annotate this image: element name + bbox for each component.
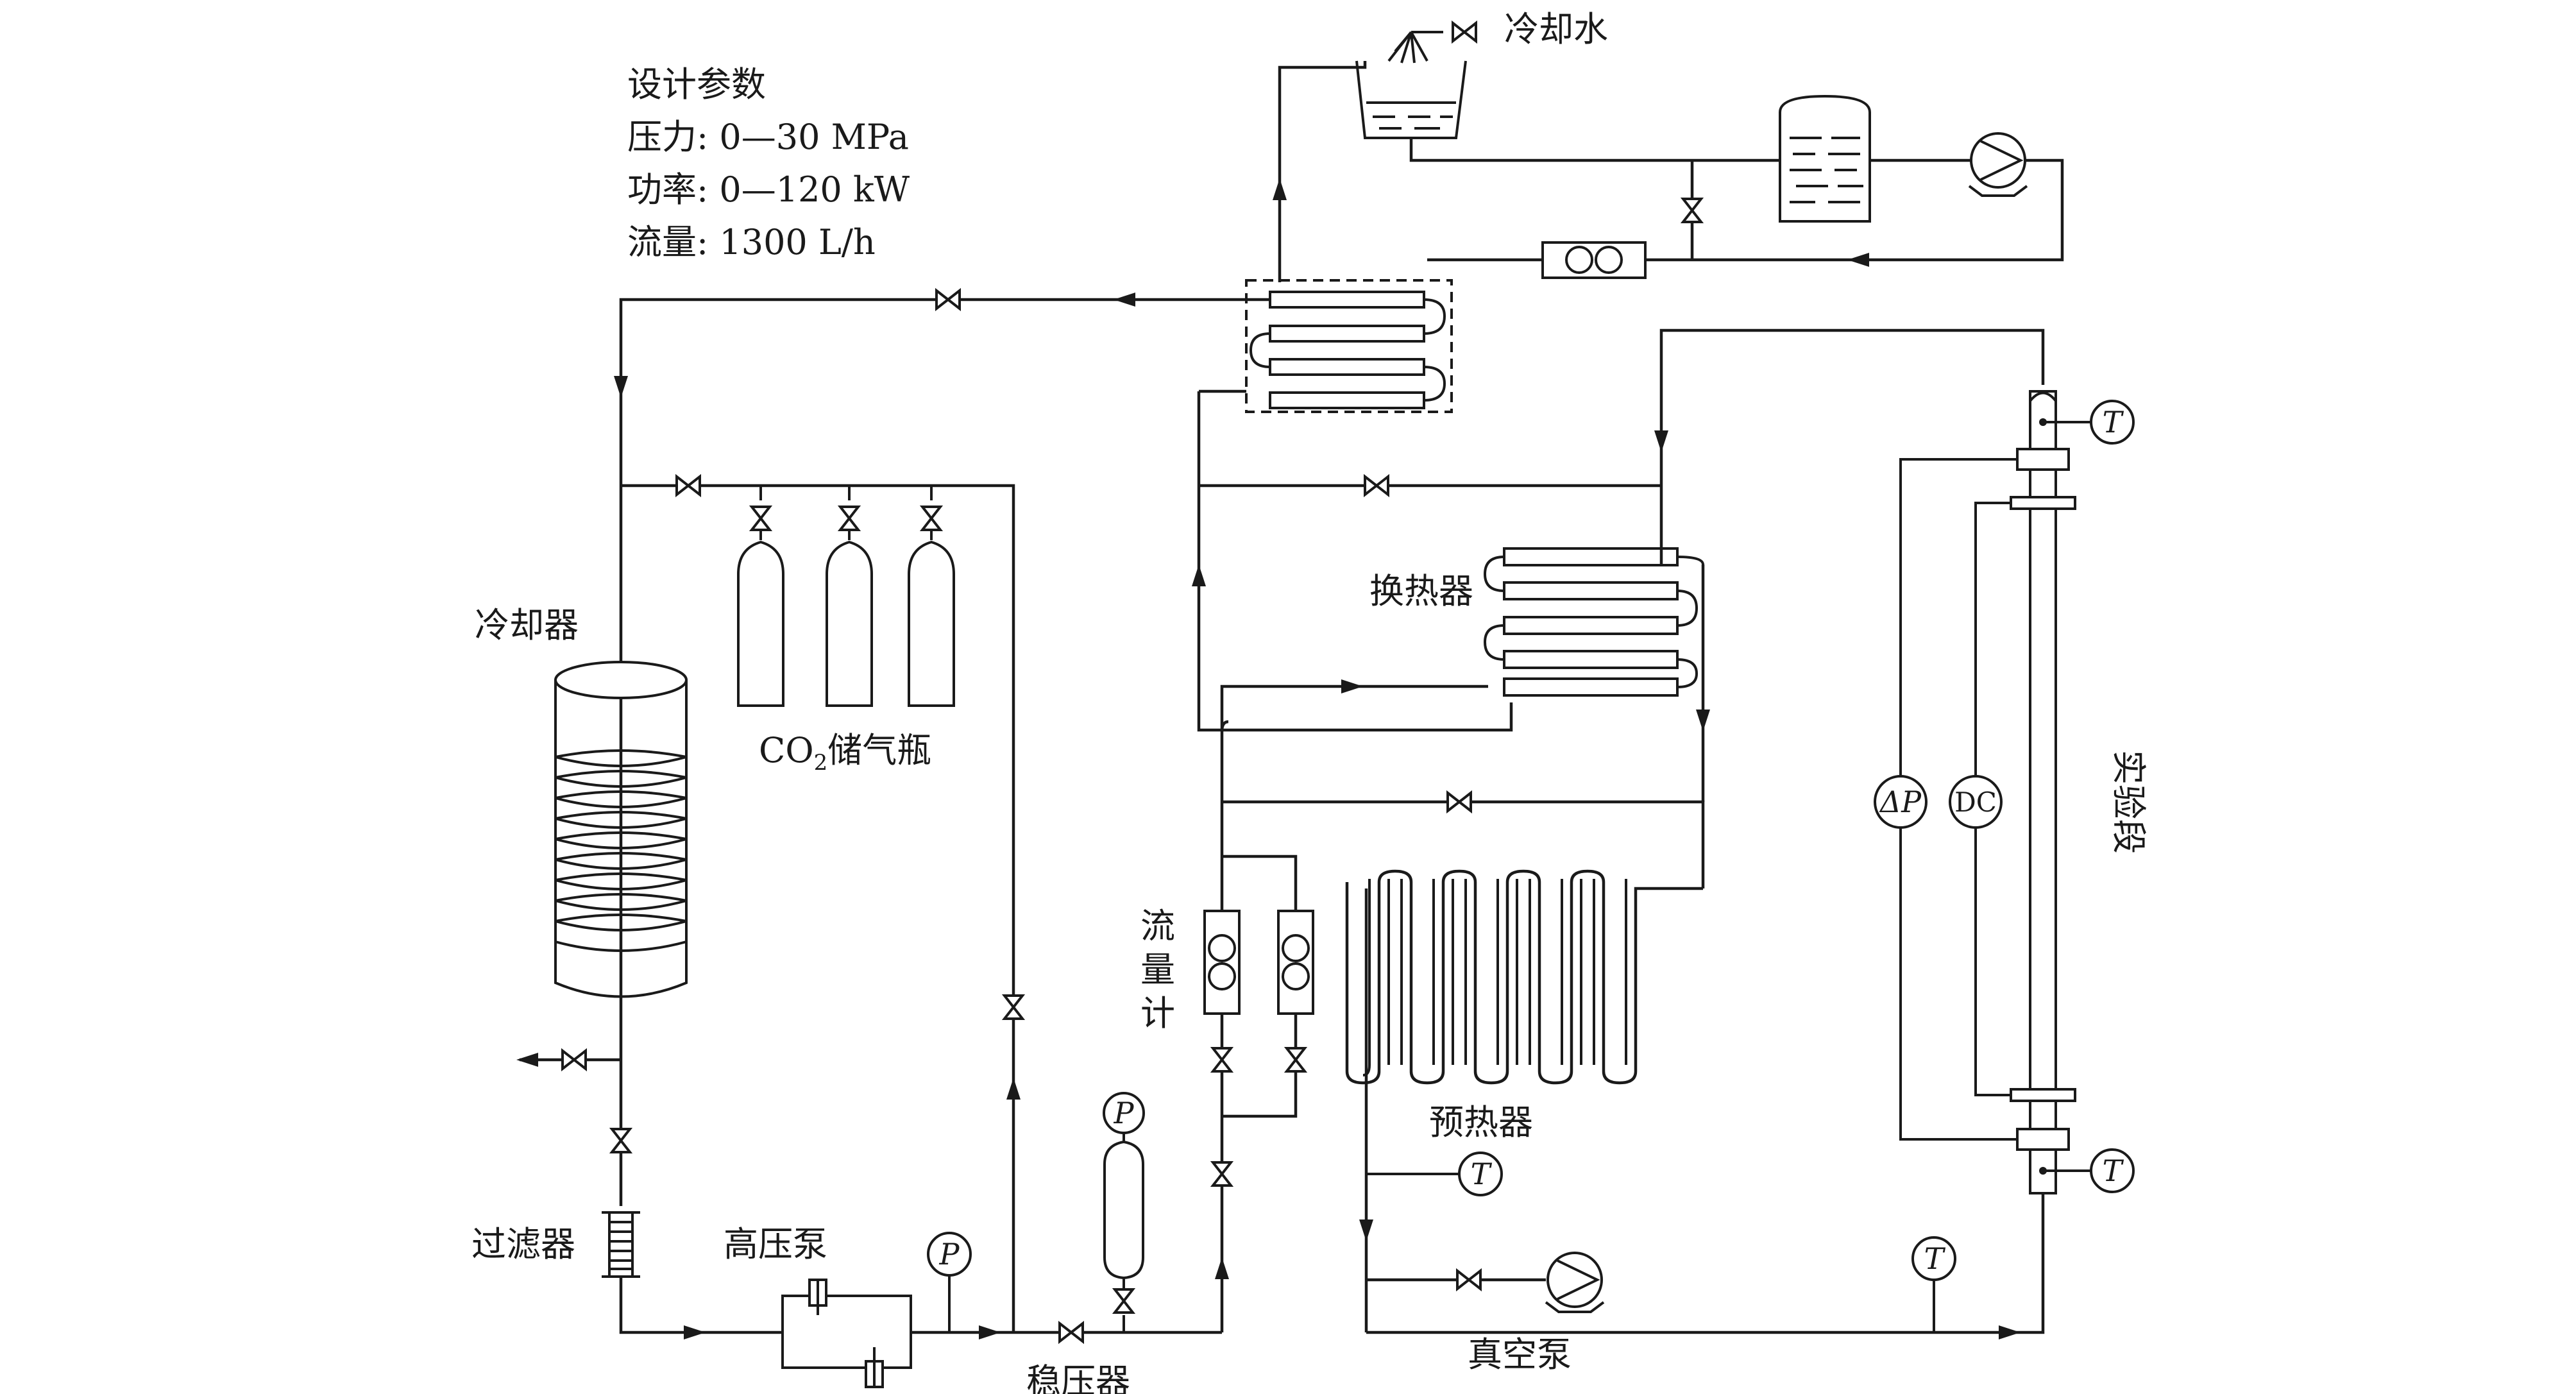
heat-exchanger-inlet	[1220, 684, 1488, 730]
svg-text:T: T	[1924, 1241, 1946, 1276]
label-filter: 过滤器	[471, 1224, 575, 1264]
filter-outlet-pipe	[619, 1277, 783, 1334]
stabilizer: P 稳压器	[1026, 1092, 1145, 1394]
label-flowmeter-3: 计	[1140, 993, 1175, 1033]
heat-exchanger: 换热器	[1369, 547, 1704, 697]
flowmeters: 流 量 计	[1140, 906, 1314, 1073]
co2-cylinder-2	[826, 486, 873, 707]
test-section-inlet	[1366, 1193, 2045, 1334]
differential-pressure-sensor	[1874, 775, 1928, 829]
stabilizer-valve	[1058, 1322, 1084, 1343]
flowmeter-inlet-valve	[1212, 1161, 1232, 1187]
co2-cylinders: CO2储气瓶	[737, 486, 955, 776]
design-parameters: 设计参数 压力: 0—30 MPa 功率: 0—120 kW 流量: 1300 …	[627, 64, 910, 262]
cooling-water-system: 冷却水	[1273, 9, 2064, 282]
svg-text:DC: DC	[1954, 786, 1997, 818]
temperature-sensor-inlet	[1911, 1236, 1956, 1281]
svg-text:P: P	[939, 1237, 960, 1271]
svg-text:T: T	[2103, 405, 2124, 439]
test-section: T T ΔP DC 实验段	[1874, 390, 2149, 1194]
pump-return-pipe	[1847, 158, 2064, 262]
cooler: 冷却器	[475, 605, 688, 1001]
label-flowmeter-2: 量	[1140, 949, 1175, 990]
design-params-power: 功率: 0—120 kW	[627, 169, 910, 210]
temperature-sensor-outlet	[2090, 400, 2135, 445]
manifold-valve	[675, 475, 701, 496]
co2-cylinder-1	[737, 486, 784, 707]
high-pressure-pump: 高压泵	[724, 1224, 912, 1388]
label-heat-exchanger: 换热器	[1369, 571, 1473, 611]
cooling-flowmeter	[1541, 241, 1647, 279]
preheater: 预热器	[1345, 869, 1703, 1143]
temperature-sensor-preheater	[1458, 1152, 1503, 1196]
vacuum-pump: 真空泵	[1468, 1252, 1605, 1375]
label-high-pressure-pump: 高压泵	[724, 1224, 827, 1264]
heat-exchanger-bypass-valve	[1364, 475, 1389, 496]
temperature-sensor-test-inlet	[2090, 1148, 2135, 1193]
svg-text:P: P	[1114, 1096, 1135, 1130]
label-co2-cylinders: CO2储气瓶	[759, 730, 931, 776]
drain-valve	[561, 1050, 587, 1070]
condenser-cooling-outlet	[1278, 61, 1367, 282]
co2-cylinder-3	[908, 486, 955, 707]
test-section-return	[1659, 328, 2045, 565]
preheater-bypass-valve	[1446, 792, 1472, 812]
filter: 过滤器	[471, 1211, 640, 1278]
pressure-gauge-pump	[927, 1232, 972, 1277]
cooling-water-valve	[1452, 22, 1477, 42]
cooling-tank	[1355, 60, 1467, 139]
cooling-pump	[1968, 132, 2028, 197]
filter-inlet-valve	[611, 1128, 631, 1153]
label-test-section: 实验段	[2108, 750, 2149, 854]
spray-nozzle-icon	[1387, 31, 1428, 64]
label-preheater: 预热器	[1429, 1102, 1533, 1143]
water-reservoir	[1779, 94, 1871, 223]
svg-text:ΔP: ΔP	[1879, 785, 1922, 819]
vacuum-valve	[1456, 1270, 1482, 1290]
return-valve	[935, 289, 961, 310]
label-cooler: 冷却器	[475, 605, 579, 645]
design-params-flow: 流量: 1300 L/h	[627, 222, 876, 262]
label-flowmeter-1: 流	[1140, 906, 1175, 946]
label-cooling-water: 冷却水	[1504, 9, 1608, 49]
svg-text:T: T	[2103, 1153, 2124, 1188]
svg-text:T: T	[1471, 1157, 1493, 1191]
bypass-vertical-valve	[1003, 994, 1024, 1020]
condenser	[1245, 279, 1453, 413]
preheater-bypass-line	[1222, 800, 1705, 888]
design-params-pressure: 压力: 0—30 MPa	[627, 117, 909, 157]
tank-outlet-pipe	[1409, 138, 2008, 162]
label-stabilizer: 稳压器	[1026, 1361, 1130, 1394]
bypass-valve	[1682, 198, 1702, 223]
design-params-title: 设计参数	[627, 64, 766, 105]
dc-power-supply	[1949, 775, 2003, 829]
co2-manifold-pipe	[621, 484, 1015, 1332]
label-vacuum-pump: 真空泵	[1468, 1334, 1572, 1375]
co2-return-pipe	[619, 298, 1270, 744]
